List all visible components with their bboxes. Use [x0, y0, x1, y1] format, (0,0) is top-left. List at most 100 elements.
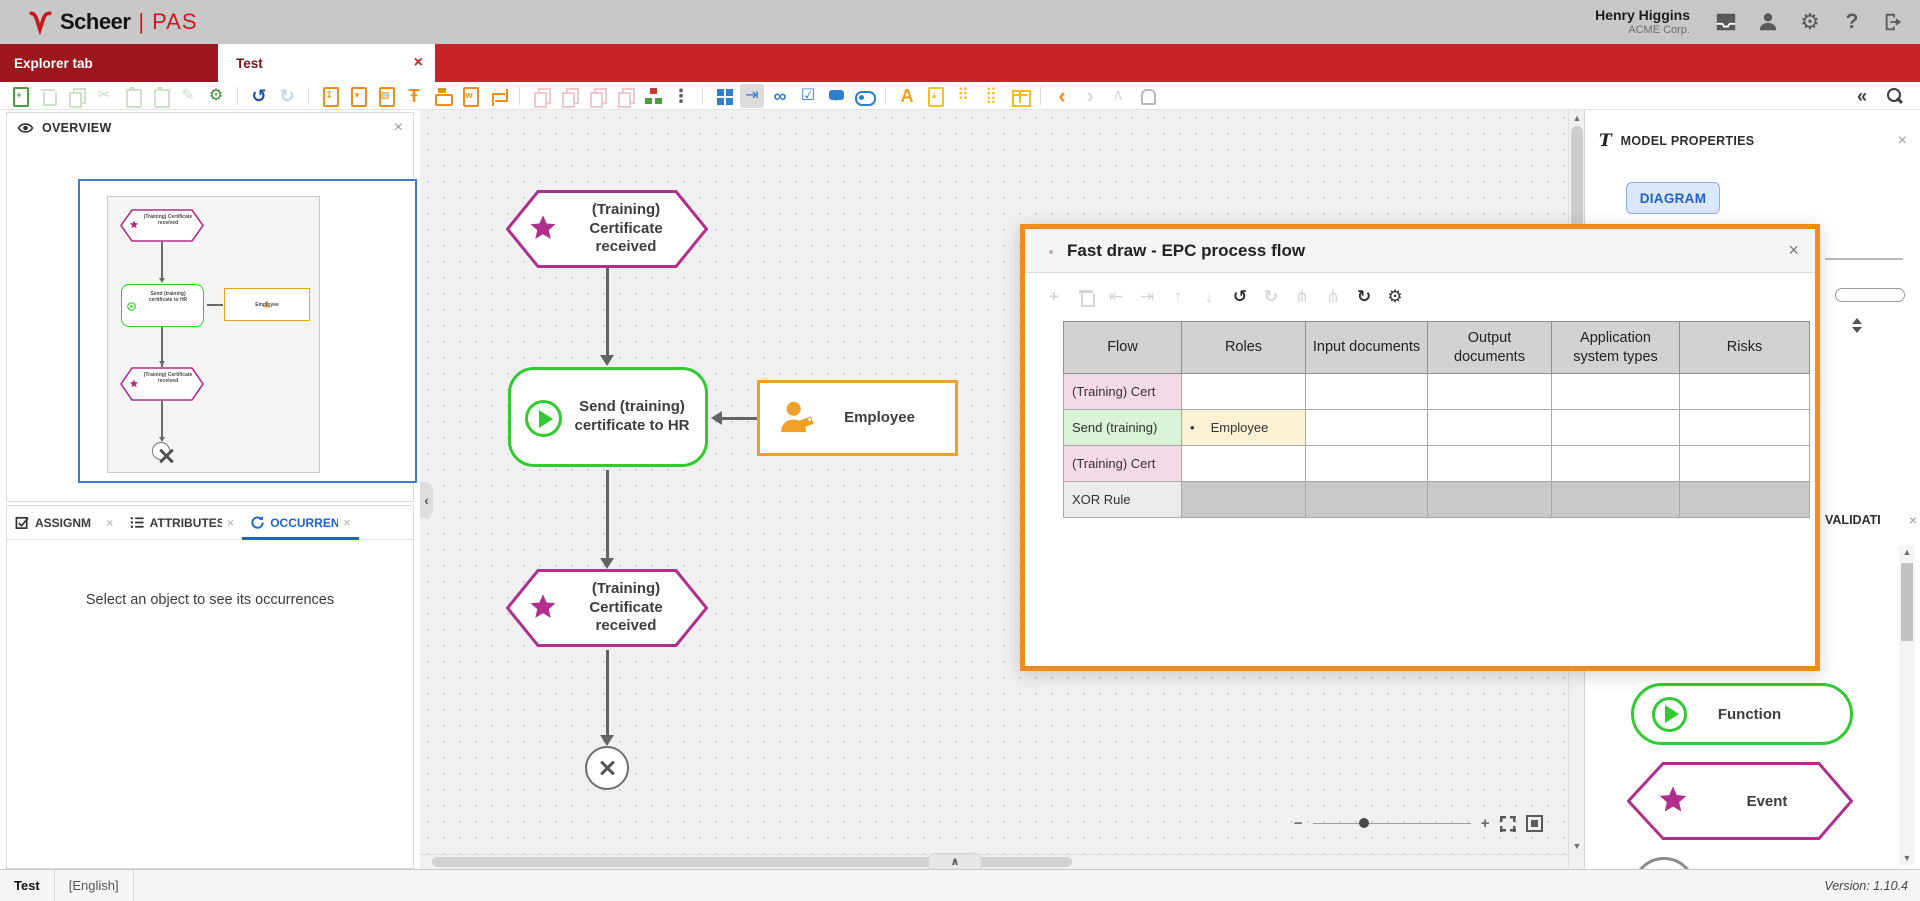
- palette-rule-shape[interactable]: [1632, 857, 1696, 869]
- hierarchy-icon[interactable]: [641, 84, 665, 108]
- status-language[interactable]: [English]: [55, 870, 133, 901]
- collapse-bottom-handle[interactable]: ∧: [928, 853, 982, 869]
- end-node[interactable]: [585, 746, 629, 790]
- logout-icon[interactable]: [1882, 10, 1906, 34]
- table-header-row: Flow Roles Input documents Output docume…: [1064, 322, 1810, 374]
- zoom-slider[interactable]: [1313, 823, 1471, 825]
- close-overview-icon[interactable]: ×: [394, 119, 403, 137]
- event-node-bottom[interactable]: (Training) Certificate received: [506, 569, 708, 647]
- risks-cell[interactable]: [1680, 446, 1810, 482]
- pin-model-icon[interactable]: Ŧ: [402, 84, 426, 108]
- close-tab-icon[interactable]: ×: [106, 515, 114, 530]
- new-model-icon[interactable]: [8, 84, 32, 108]
- close-validation-icon[interactable]: ×: [1909, 512, 1917, 528]
- flow-cell[interactable]: Send (training): [1064, 410, 1182, 446]
- scroll-up-icon[interactable]: ▲: [1899, 547, 1915, 557]
- tab-attributes[interactable]: ATTRIBUTES ×: [122, 506, 243, 539]
- model-settings-icon[interactable]: ⚙: [204, 84, 228, 108]
- application-system-types-cell[interactable]: [1552, 410, 1680, 446]
- dot-grid-large-icon[interactable]: ⣿: [979, 84, 1003, 108]
- horizontal-scrollbar[interactable]: ∧: [420, 854, 1568, 869]
- diagram-button[interactable]: DIAGRAM: [1626, 182, 1720, 214]
- navigate-back-icon[interactable]: ‹: [1050, 84, 1074, 108]
- roles-cell[interactable]: [1182, 374, 1306, 410]
- search-icon[interactable]: [1882, 84, 1906, 108]
- inbox-icon[interactable]: [1714, 10, 1738, 34]
- insert-image-icon[interactable]: [923, 84, 947, 108]
- zoom-slider-handle[interactable]: [1359, 818, 1369, 828]
- output-documents-cell[interactable]: [1428, 446, 1552, 482]
- refresh-icon[interactable]: ↻: [1353, 285, 1375, 307]
- multi-select-icon[interactable]: ☑: [796, 84, 820, 108]
- flow-cell[interactable]: (Training) Cert: [1064, 446, 1182, 482]
- properties-field-fragment[interactable]: [1835, 288, 1905, 302]
- crop-icon[interactable]: [486, 84, 510, 108]
- vertical-scrollbar-thumb[interactable]: [1571, 126, 1583, 236]
- settings-icon[interactable]: ⚙: [1798, 10, 1822, 34]
- close-tab-icon[interactable]: ×: [414, 54, 423, 72]
- table-settings-icon[interactable]: ⚙: [1384, 285, 1406, 307]
- tab-explorer[interactable]: Explorer tab: [0, 44, 218, 82]
- paste-icon: [120, 84, 144, 108]
- text-style-icon[interactable]: A: [895, 84, 919, 108]
- tab-test[interactable]: Test ×: [218, 44, 435, 82]
- output-documents-cell[interactable]: [1428, 374, 1552, 410]
- export-image-icon[interactable]: [374, 84, 398, 108]
- undo-icon[interactable]: ↺: [1229, 285, 1251, 307]
- close-dialog-icon[interactable]: ×: [1788, 240, 1799, 261]
- application-system-types-cell[interactable]: [1552, 374, 1680, 410]
- roles-cell[interactable]: •Employee: [1182, 410, 1306, 446]
- help-icon[interactable]: ?: [1840, 10, 1864, 34]
- flow-cell[interactable]: XOR Rule: [1064, 482, 1182, 518]
- toolbar-separator: [237, 87, 238, 105]
- overview-viewport[interactable]: (Training) Certificate received Send (tr…: [78, 179, 417, 483]
- dot-grid-small-icon[interactable]: ⠿: [951, 84, 975, 108]
- zoom-out-button[interactable]: −: [1294, 815, 1303, 832]
- input-documents-cell[interactable]: [1306, 446, 1428, 482]
- collapse-toolbar-icon[interactable]: «: [1850, 84, 1874, 108]
- palette-function-shape[interactable]: Function: [1631, 683, 1853, 745]
- fit-to-screen-icon[interactable]: [1526, 815, 1543, 832]
- insert-table-icon[interactable]: [1007, 84, 1031, 108]
- grid-view-icon[interactable]: [712, 84, 736, 108]
- palette-scrollbar-thumb[interactable]: [1901, 563, 1913, 641]
- snap-to-edge-icon[interactable]: ⇥: [740, 84, 764, 108]
- palette-scrollbar[interactable]: ▲ ▼: [1899, 545, 1915, 865]
- close-model-properties-icon[interactable]: ×: [1898, 132, 1907, 150]
- sort-arrows-icon[interactable]: [1851, 318, 1863, 333]
- toggle-view-icon[interactable]: [852, 84, 876, 108]
- tab-occurrences[interactable]: OCCURRENC ×: [242, 506, 359, 539]
- role-node[interactable]: Employee: [757, 380, 958, 456]
- fullscreen-icon[interactable]: [1500, 816, 1516, 832]
- roles-cell[interactable]: [1182, 446, 1306, 482]
- collapse-left-panel-handle[interactable]: ‹: [420, 482, 433, 518]
- comments-icon[interactable]: [824, 84, 848, 108]
- scroll-down-icon[interactable]: ▼: [1569, 841, 1585, 851]
- event-node-top[interactable]: (Training) Certificate received: [506, 190, 708, 268]
- more-options-icon[interactable]: ⋮: [669, 84, 693, 108]
- risks-cell[interactable]: [1680, 410, 1810, 446]
- input-documents-cell[interactable]: [1306, 410, 1428, 446]
- export-word-icon[interactable]: [458, 84, 482, 108]
- tab-assignments[interactable]: ASSIGNM ×: [7, 506, 122, 539]
- palette-event-shape[interactable]: Event: [1627, 762, 1853, 840]
- export-pdf-icon[interactable]: [346, 84, 370, 108]
- zoom-in-button[interactable]: +: [1481, 815, 1490, 832]
- scroll-down-icon[interactable]: ▼: [1899, 853, 1915, 863]
- export-model-icon[interactable]: [318, 84, 342, 108]
- application-system-types-cell[interactable]: [1552, 446, 1680, 482]
- user-profile-icon[interactable]: [1756, 10, 1780, 34]
- output-documents-cell[interactable]: [1428, 410, 1552, 446]
- print-icon[interactable]: [430, 84, 454, 108]
- input-documents-cell[interactable]: [1306, 374, 1428, 410]
- close-tab-icon[interactable]: ×: [343, 515, 351, 530]
- flow-cell[interactable]: (Training) Cert: [1064, 374, 1182, 410]
- scroll-up-icon[interactable]: ▲: [1569, 113, 1585, 123]
- undo-icon[interactable]: ↺: [247, 84, 271, 108]
- dialog-titlebar[interactable]: Fast draw - EPC process flow ×: [1025, 229, 1815, 273]
- find-icon[interactable]: ∞: [768, 84, 792, 108]
- close-tab-icon[interactable]: ×: [227, 515, 235, 530]
- function-node[interactable]: Send (training) certificate to HR: [508, 367, 708, 467]
- risks-cell[interactable]: [1680, 374, 1810, 410]
- group-icon: [529, 84, 553, 108]
